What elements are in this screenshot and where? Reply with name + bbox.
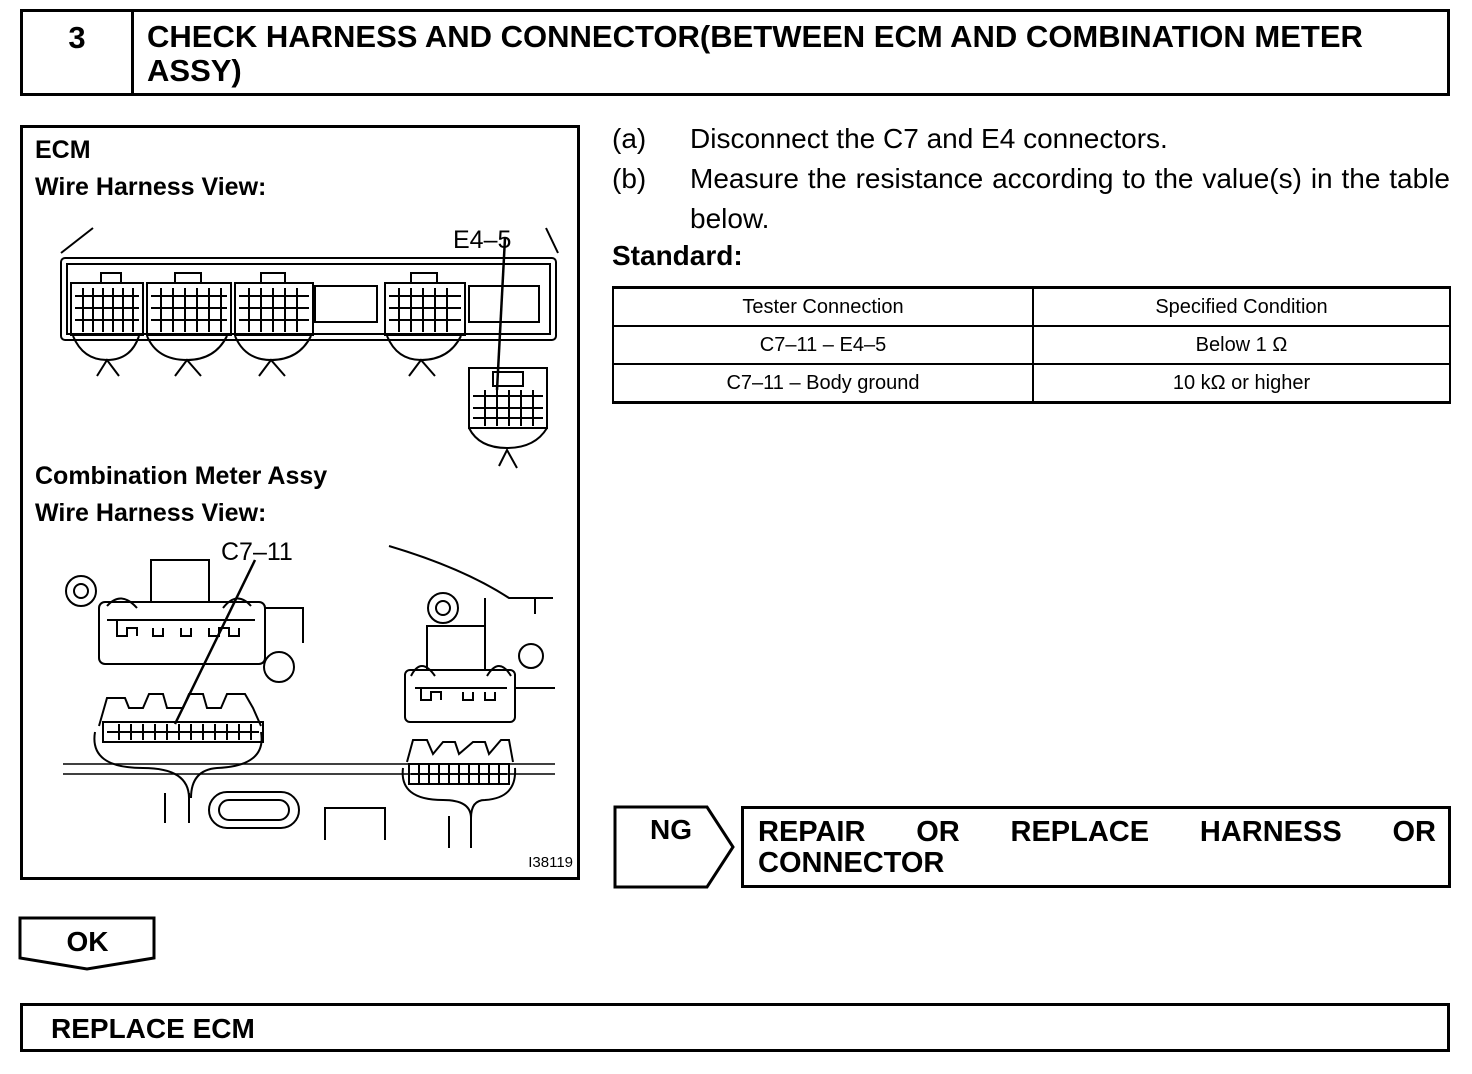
table-row: C7–11 – E4–5 Below 1 Ω bbox=[612, 325, 1451, 365]
table-header-row: Tester Connection Specified Condition bbox=[612, 286, 1451, 327]
connector-illustration bbox=[60, 227, 559, 848]
ecm-pin-callout: E4–5 bbox=[453, 226, 512, 254]
wiring-figure: ECM Wire Harness View: E4–5 Combination … bbox=[20, 125, 580, 880]
step-number: 3 bbox=[23, 12, 134, 93]
ecm-view-label: Wire Harness View: bbox=[35, 173, 267, 201]
step-b-text: Measure the resistance according to the … bbox=[690, 163, 1450, 234]
step-b: (b) Measure the resistance according to … bbox=[612, 159, 1452, 239]
ecm-label: ECM bbox=[35, 136, 91, 164]
final-action-box: REPLACE ECM bbox=[20, 1003, 1450, 1052]
ng-word: REPLACE bbox=[1010, 816, 1150, 848]
ecm-connector-2 bbox=[146, 272, 232, 336]
ng-word: REPAIR bbox=[758, 816, 866, 848]
table-row: C7–11 – Body ground 10 kΩ or higher bbox=[612, 363, 1451, 404]
standard-label: Standard: bbox=[612, 240, 743, 271]
meter-label: Combination Meter Assy bbox=[35, 462, 328, 490]
step-title: CHECK HARNESS AND CONNECTOR(BETWEEN ECM … bbox=[147, 19, 1363, 88]
step-header: 3 CHECK HARNESS AND CONNECTOR(BETWEEN EC… bbox=[20, 9, 1450, 96]
step-b-tag: (b) bbox=[612, 163, 647, 194]
ng-arrow-icon bbox=[613, 805, 735, 889]
meter-view-label: Wire Harness View: bbox=[35, 499, 267, 527]
ecm-connector-1 bbox=[70, 272, 144, 336]
ng-word: OR bbox=[916, 816, 960, 848]
table-cell: C7–11 – E4–5 bbox=[612, 325, 1034, 365]
ecm-connector-5 bbox=[384, 272, 466, 336]
right-harness-connector bbox=[401, 739, 517, 848]
ok-label: OK bbox=[66, 926, 109, 957]
ng-action-line1: REPAIR OR REPLACE HARNESS OR bbox=[758, 817, 1436, 848]
ng-action-box: REPAIR OR REPLACE HARNESS OR CONNECTOR bbox=[741, 806, 1451, 888]
table-cell: Below 1 Ω bbox=[1032, 325, 1451, 365]
ecm-connector-3 bbox=[234, 272, 314, 336]
c7-connector bbox=[93, 693, 264, 823]
step-a: (a) Disconnect the C7 and E4 connectors. bbox=[612, 119, 1452, 159]
step-a-text: Disconnect the C7 and E4 connectors. bbox=[690, 123, 1168, 154]
spec-table: Tester Connection Specified Condition C7… bbox=[612, 286, 1451, 404]
table-header: Specified Condition bbox=[1032, 286, 1451, 327]
ok-arrow-icon bbox=[18, 916, 156, 971]
ng-word: HARNESS bbox=[1199, 816, 1342, 848]
table-cell: C7–11 – Body ground bbox=[612, 363, 1034, 404]
ng-word: OR bbox=[1392, 816, 1437, 848]
meter-pin-callout: C7–11 bbox=[221, 538, 293, 566]
table-cell: 10 kΩ or higher bbox=[1032, 363, 1451, 404]
ng-action-line2: CONNECTOR bbox=[758, 847, 945, 879]
e4-connector bbox=[468, 367, 548, 469]
ng-label: NG bbox=[650, 814, 692, 845]
figure-id: I38119 bbox=[528, 854, 573, 871]
step-a-tag: (a) bbox=[612, 123, 647, 154]
table-header: Tester Connection bbox=[612, 286, 1034, 327]
